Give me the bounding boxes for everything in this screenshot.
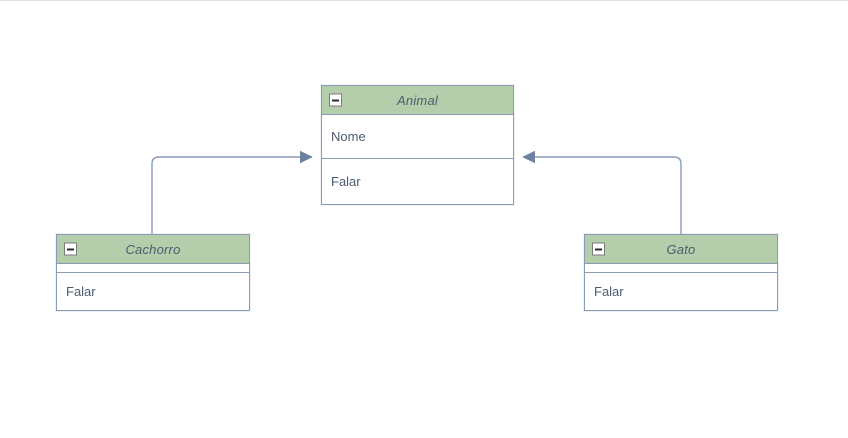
uml-class-gato[interactable]: Gato Falar <box>584 234 778 311</box>
class-header-cachorro[interactable]: Cachorro <box>57 235 249 264</box>
attribute-item: Nome <box>331 129 366 144</box>
uml-class-cachorro[interactable]: Cachorro Falar <box>56 234 250 311</box>
class-name-label: Cachorro <box>125 241 181 257</box>
attributes-compartment[interactable] <box>585 264 777 273</box>
operations-compartment[interactable]: Falar <box>57 273 249 309</box>
operation-item: Falar <box>66 283 96 299</box>
operations-compartment[interactable]: Falar <box>585 273 777 309</box>
collapse-minus-icon[interactable] <box>329 93 342 107</box>
operation-item: Falar <box>594 283 624 299</box>
uml-class-animal[interactable]: Animal Nome Falar <box>321 85 514 205</box>
attributes-compartment[interactable] <box>57 264 249 273</box>
class-name-label: Animal <box>397 92 438 108</box>
operation-item: Falar <box>331 174 361 189</box>
class-header-animal[interactable]: Animal <box>322 86 513 115</box>
operations-compartment[interactable]: Falar <box>322 159 513 204</box>
class-header-gato[interactable]: Gato <box>585 235 777 264</box>
collapse-minus-icon[interactable] <box>592 242 605 256</box>
attributes-compartment[interactable]: Nome <box>322 115 513 159</box>
collapse-minus-icon[interactable] <box>64 242 77 256</box>
class-name-label: Gato <box>666 241 696 257</box>
edge-gato-to-animal <box>522 150 682 234</box>
edge-cachorro-to-animal <box>151 150 313 234</box>
